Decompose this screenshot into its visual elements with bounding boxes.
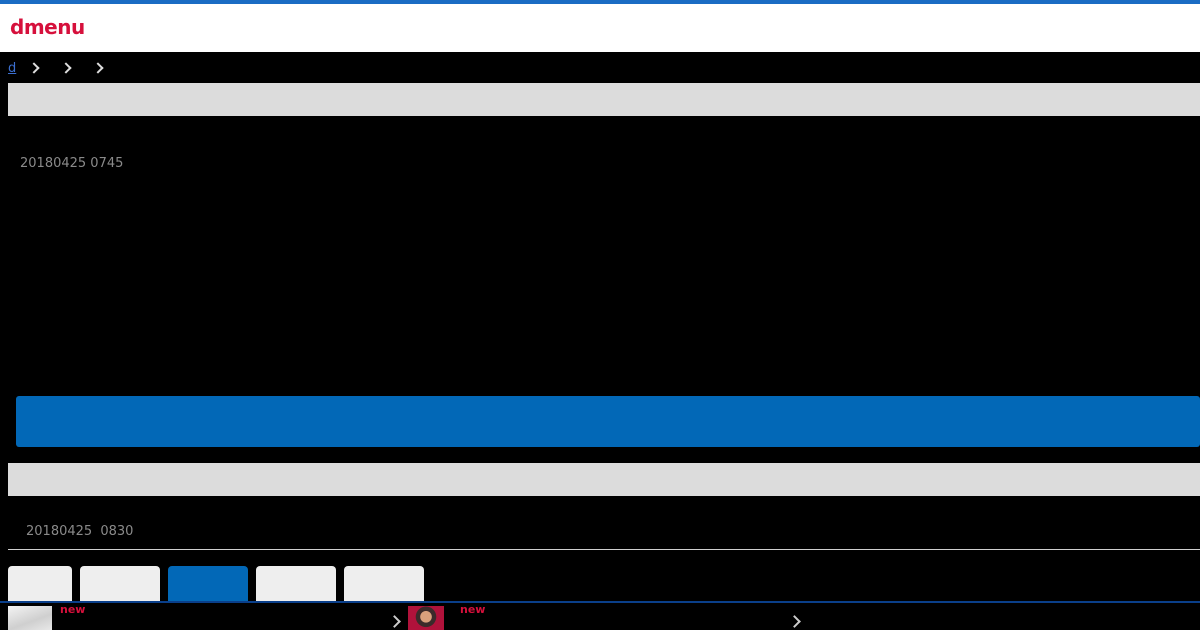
timestamp-time: 0830 [100, 524, 134, 539]
new-badge: new [460, 603, 486, 616]
breadcrumb: d [8, 59, 112, 77]
tab-1[interactable] [8, 566, 72, 602]
tab-4[interactable] [256, 566, 336, 602]
site-header: dmenu [0, 0, 1200, 52]
chevron-right-icon [92, 62, 104, 74]
article-timestamp: 20180425 0745 [20, 156, 124, 171]
news-thumbnail [8, 606, 52, 630]
divider [8, 549, 1200, 550]
breadcrumb-home-link[interactable]: d [8, 60, 17, 76]
new-badge: new [60, 603, 86, 616]
tab-3-active[interactable] [168, 566, 248, 602]
article-title-bar [8, 83, 1200, 116]
category-tabs [8, 566, 432, 602]
read-more-button[interactable] [16, 396, 1200, 447]
news-list-item[interactable]: new [8, 603, 400, 630]
tab-underline [0, 601, 1200, 603]
dmenu-logo[interactable]: dmenu [10, 15, 85, 39]
news-list-item[interactable]: new [408, 603, 800, 630]
related-article-timestamp: 20180425 0830 [26, 524, 133, 539]
timestamp-date: 20180425 [26, 524, 93, 539]
tab-5[interactable] [344, 566, 424, 602]
tab-2[interactable] [80, 566, 160, 602]
related-article-title-bar [8, 463, 1200, 496]
news-thumbnail [408, 606, 444, 630]
chevron-right-icon [60, 62, 72, 74]
chevron-right-icon [28, 62, 40, 74]
